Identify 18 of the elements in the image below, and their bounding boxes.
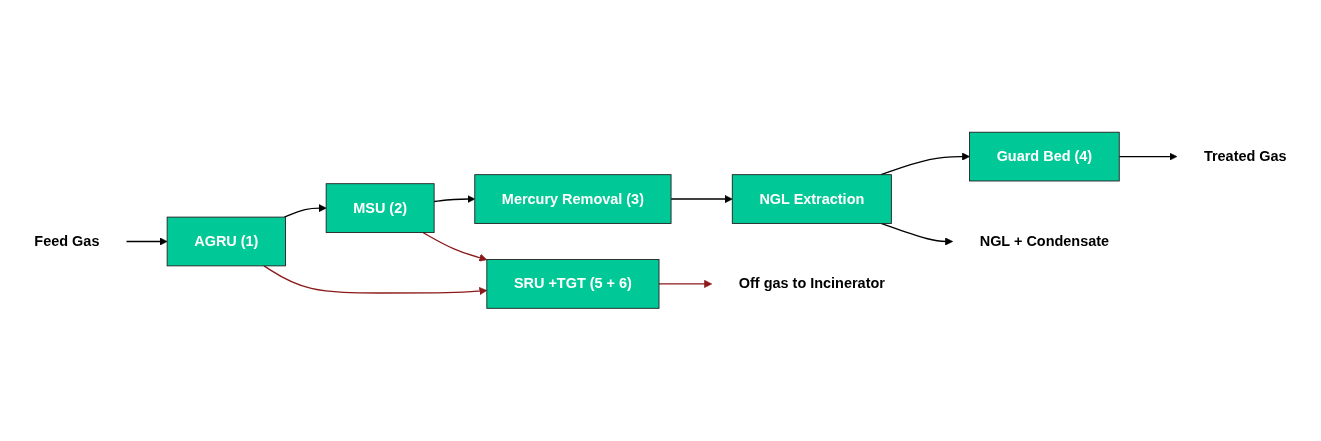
arrow: [283, 204, 327, 218]
node-box: Guard Bed (4): [969, 132, 1120, 182]
node-text: NGL + Condensate: [979, 233, 1110, 249]
arrow: [422, 232, 488, 262]
arrow: [658, 280, 713, 289]
arrow: [125, 237, 168, 246]
node-text: Feed Gas: [34, 233, 100, 249]
arrow: [1118, 152, 1178, 161]
node-box: AGRU (1): [166, 216, 286, 267]
node-box: NGL Extraction: [731, 174, 892, 225]
node-box: SRU +TGT (5 + 6): [486, 259, 660, 309]
arrow: [263, 265, 488, 296]
node-box: MSU (2): [325, 183, 435, 234]
node-text: Treated Gas: [1203, 148, 1287, 165]
arrow: [670, 195, 733, 204]
arrow: [433, 195, 476, 204]
node-box: Mercury Removal (3): [474, 174, 672, 225]
node-text: Off gas to Incinerator: [738, 276, 885, 292]
